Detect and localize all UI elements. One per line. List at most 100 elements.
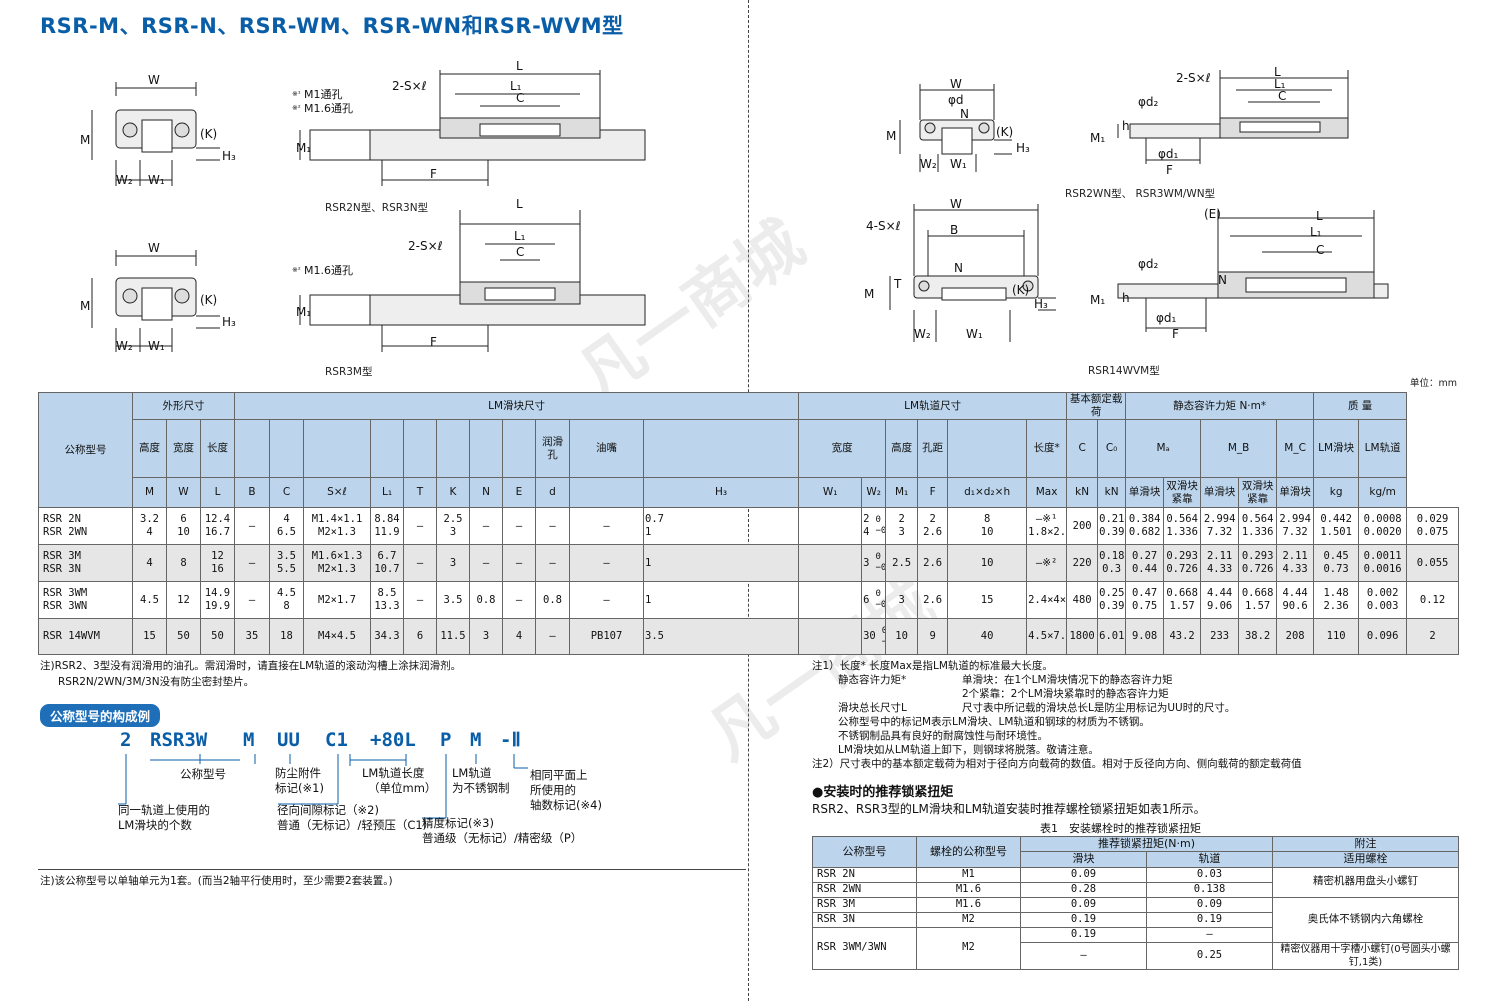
dim-k: (K) <box>200 127 217 141</box>
th-sub: L₁ <box>370 477 404 509</box>
dim-l: L <box>516 60 523 73</box>
th-sub: H₃ <box>642 477 800 509</box>
dim-t: T <box>893 277 902 291</box>
th-torque-note: 附注 <box>1272 835 1459 853</box>
cell-line: — <box>482 556 490 569</box>
cell-line: RSR 2N <box>43 513 81 526</box>
cell-line: 2.11 <box>1282 550 1308 563</box>
cell-cv: 0.2140.395 <box>1097 507 1127 546</box>
code-length: +80L <box>370 729 416 751</box>
cell-line: 6.01 <box>1099 630 1125 643</box>
cell-ma1: 43.2 <box>1163 618 1202 656</box>
cell-line: 0.0016 <box>1363 563 1402 576</box>
th-nozzle: 油嘴 <box>569 419 644 479</box>
th-sub: C <box>269 477 304 509</box>
cell-line: 16.7 <box>204 526 231 539</box>
cell-line: — <box>248 593 256 606</box>
torque-note: 奥氏体不锈钢内六角螺栓 <box>1272 896 1459 943</box>
label-parallel3: 轴数标记(※4) <box>530 798 602 812</box>
dim-s: 2-S×ℓ <box>408 239 443 253</box>
cell-line: 0.096 <box>1366 630 1399 643</box>
dim-c: C <box>516 245 524 259</box>
diagram-rsr-m-n: W M (K) H₃ W₂ W₁ L L₁ C 2-S×ℓ M₁ F W M (… <box>80 60 646 353</box>
unit-label: 单位：mm <box>1410 378 1458 389</box>
cell-line: 2 <box>929 513 936 526</box>
cell-line: 4.44 <box>1282 587 1308 600</box>
dim-h3: H₃ <box>1016 141 1030 155</box>
cell-line: RSR 3WM <box>43 587 88 600</box>
label-stainless: LM轨道 <box>452 766 492 780</box>
code-seal: UU <box>277 729 300 751</box>
code-qty: 2 <box>120 729 132 751</box>
cell-dh: 4.5×7.5×5.3 <box>1026 618 1068 656</box>
th-sub: M <box>132 477 167 509</box>
cell-line: 2.4×4×1.5 <box>1028 593 1067 606</box>
cell-line: 0.47 <box>1131 587 1158 600</box>
dim-s4: 4-S×ℓ <box>866 219 901 233</box>
torque-rail: — <box>1146 926 1273 943</box>
torque-model: RSR 3N <box>812 911 917 928</box>
dim-m1: M₁ <box>1090 293 1105 307</box>
cell-line: 208 <box>1285 630 1305 643</box>
cell-line: 7.32 <box>1206 526 1233 539</box>
cell-line: 15 <box>143 630 156 643</box>
cell-w1: 60−0.02 <box>861 581 887 620</box>
dim-k: (K) <box>1012 283 1029 297</box>
cell-w: 50 <box>166 618 201 656</box>
cell-line: — <box>248 556 256 569</box>
cell-dh: —※¹1.8×2.8×0.75 <box>1026 507 1068 546</box>
cell-c: 18 <box>269 618 304 656</box>
cell-line: 0.682 <box>1128 526 1161 539</box>
label-model: 公称型号 <box>180 767 226 781</box>
label-parallel: 相同平面上 <box>530 768 588 782</box>
th-moment: 静态容许力矩 N·m* <box>1125 391 1315 421</box>
cell-ma2: 233 <box>1200 618 1240 656</box>
torque-block: — <box>1020 941 1147 970</box>
torque-table: 公称型号 螺栓的公称型号 推荐锁紧扭矩(N·m) 附注 滑块 轨道 适用螺栓 R… <box>812 835 1459 970</box>
divider <box>38 869 746 870</box>
cell-d: — <box>535 507 570 546</box>
cell-line: 6 <box>863 594 869 607</box>
cell-line: RSR 14WVM <box>43 630 100 643</box>
label-m16-hole: M1.6通孔 <box>304 264 353 277</box>
torque-block: 0.28 <box>1020 881 1147 898</box>
dim-s: 2-S×ℓ <box>392 79 427 93</box>
cell-f: 10 <box>947 544 1028 583</box>
cell-line: 1.8×2.8×0.75 <box>1028 526 1067 539</box>
cell-line: 6 <box>180 513 187 526</box>
note-right-8: 不锈钢制品具有良好的耐腐蚀性与耐环境性。 <box>838 730 1048 742</box>
dim-w: W <box>950 197 962 211</box>
cell-line: 0.27 <box>1131 550 1158 563</box>
cell-line: 1.48 <box>1323 587 1349 600</box>
cell-e: 4 <box>502 618 536 656</box>
th-c0: C₀ <box>1097 419 1127 479</box>
note-left-2: RSR2N/2WN/3M/3N没有防尘密封垫片。 <box>58 676 255 688</box>
cell-line: 9.06 <box>1206 600 1233 613</box>
cell-mc: 110 <box>1313 618 1360 656</box>
th-sub: M₁ <box>885 477 919 509</box>
th-mb: M_B <box>1200 419 1278 479</box>
cell-line: 3 <box>898 526 905 539</box>
cell-line: 8 <box>180 556 187 569</box>
note-mark: ※¹ <box>292 90 301 98</box>
cell-b: 35 <box>234 618 270 656</box>
label-accuracy: 精度标记(※3) <box>422 816 494 830</box>
cell-line: −0.02 <box>875 600 886 611</box>
note-right-1: 注1）长度* 长度Max是指LM轨道的标准最大长度。 <box>812 660 1053 672</box>
th-rail-height: 高度 <box>885 419 919 479</box>
cell-line: 3.5 <box>277 550 296 563</box>
cell-line: 0 <box>875 589 881 599</box>
cell-t: — <box>403 544 437 583</box>
torque-intro: RSR2、RSR3型的LM滑块和LM轨道安装时推荐螺栓锁紧扭矩如表1所示。 <box>812 802 1206 816</box>
